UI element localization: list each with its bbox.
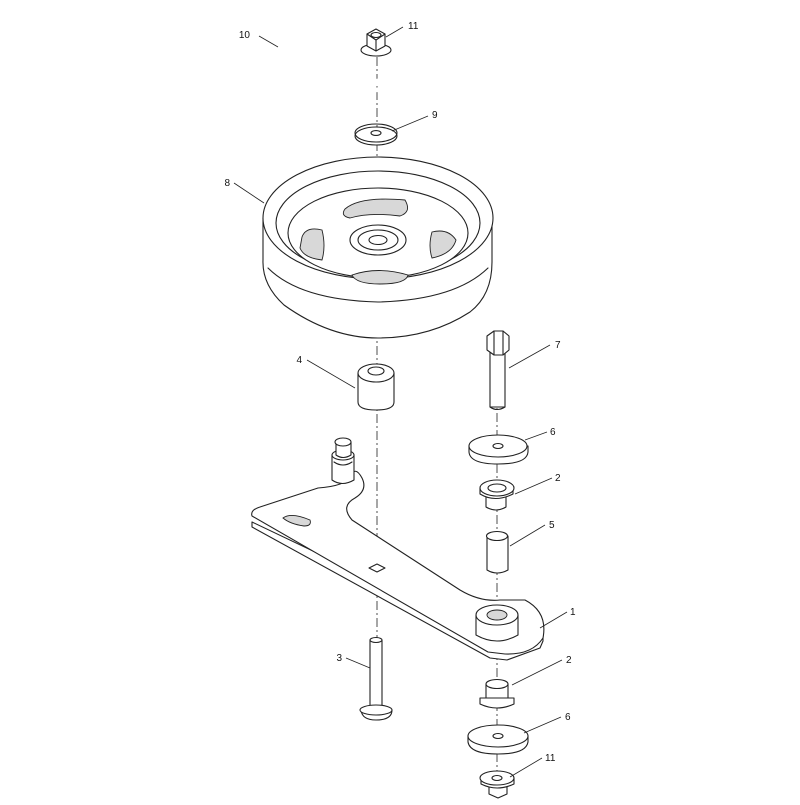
- spacer-4-part: [357, 363, 395, 411]
- leader-4: [306, 359, 356, 389]
- leader-1: [539, 611, 568, 629]
- leader-7: [508, 344, 551, 369]
- idler-arm-part: [251, 437, 545, 661]
- leader-2-bottom: [511, 659, 563, 686]
- callout-6-top: 6: [550, 427, 556, 438]
- bushing-2-bottom-part: [479, 678, 515, 709]
- callout-1: 1: [570, 607, 576, 618]
- idler-pulley-part: [262, 156, 494, 339]
- callout-6-bottom: 6: [565, 712, 571, 723]
- callout-7: 7: [555, 340, 561, 351]
- washer-6-top-part: [468, 434, 529, 465]
- carriage-bolt-3-part: [359, 636, 393, 721]
- leader-6-bottom: [523, 716, 562, 734]
- leader-10: [258, 35, 279, 48]
- flange-nut-top-part: [360, 28, 392, 57]
- hex-bolt-7-part: [486, 330, 510, 411]
- bushing-2-top-part: [479, 479, 515, 511]
- flange-nut-bottom-part: [479, 770, 515, 799]
- leader-8: [233, 182, 265, 204]
- leader-6-top: [524, 431, 548, 441]
- callout-3: 3: [336, 653, 342, 664]
- callout-11-top: 11: [408, 21, 419, 32]
- leader-11-bottom: [509, 757, 543, 778]
- hook-rod-part: [280, 29, 391, 101]
- leader-2-top: [514, 477, 553, 495]
- callout-8: 8: [224, 178, 230, 189]
- sleeve-5-part: [485, 530, 509, 574]
- callout-2-bottom: 2: [566, 655, 572, 666]
- callout-9: 9: [432, 110, 438, 121]
- washer-6-bottom-part: [467, 724, 529, 755]
- callout-5: 5: [549, 520, 555, 531]
- callout-labels: 10 11 9 8 7 4 6 2 5 1 3 2 6 11: [224, 21, 576, 764]
- leader-3: [345, 657, 371, 669]
- washer-9-part: [354, 123, 398, 146]
- callout-2-top: 2: [555, 473, 561, 484]
- leader-5: [509, 524, 546, 547]
- leader-11-top: [385, 26, 404, 38]
- callout-11-bottom: 11: [545, 753, 556, 764]
- leader-lines: [233, 26, 568, 778]
- callout-4: 4: [296, 355, 302, 366]
- callout-10: 10: [239, 30, 251, 41]
- leader-9: [391, 115, 429, 132]
